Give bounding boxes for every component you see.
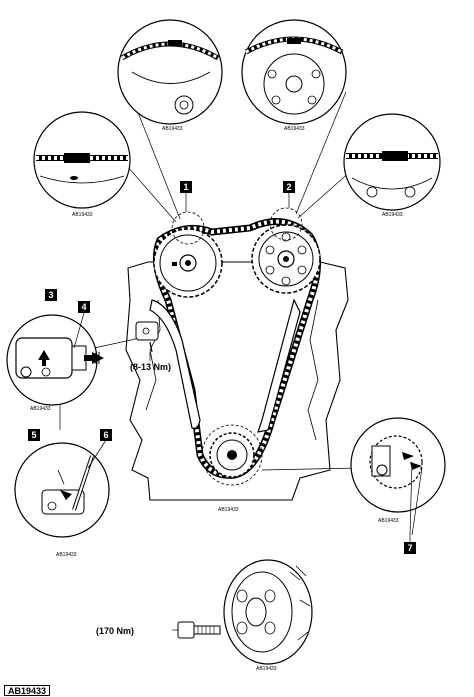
detail-intake-cam-closeup — [241, 19, 347, 125]
figure-ref-label: AB19433 — [162, 126, 183, 132]
engine-block-outline — [125, 261, 349, 501]
detail-intake-chain-mark — [343, 113, 441, 211]
callout-2: 2 — [283, 181, 295, 193]
insert-arrow-icon — [60, 490, 72, 500]
figure-ref-label: AB19433 — [284, 126, 305, 132]
exhaust-camshaft-sprocket — [153, 228, 223, 298]
figure-ref-label: AB19433 — [256, 666, 277, 672]
torque-tensioner-label: (8-13 Nm) — [130, 362, 171, 372]
torque-pulley-label: (170 Nm) — [96, 626, 134, 636]
figure-ref-label: AB19433 — [378, 518, 399, 524]
svg-text:7: 7 — [407, 543, 412, 553]
tensioner-guide-rail — [149, 299, 201, 429]
svg-text:1: 1 — [183, 182, 188, 192]
figure-ref-label: AB19433 — [30, 406, 51, 412]
callout-5: 5 — [28, 429, 40, 441]
fixed-guide-rail — [257, 298, 301, 433]
push-arrow-icon — [84, 352, 104, 364]
svg-text:5: 5 — [31, 430, 36, 440]
crank-timing-mark-zone — [201, 424, 263, 486]
callout-4: 4 — [78, 301, 90, 313]
figure-code-box: AB19433 — [4, 685, 50, 696]
release-arrow-icon — [38, 350, 50, 366]
intake-camshaft-sprocket — [251, 224, 321, 294]
detail-locking-pin-closeup — [14, 442, 110, 538]
chain-tensioner — [135, 321, 159, 353]
figure-ref-label: AB19433 — [382, 212, 403, 218]
detail-exhaust-chain-mark — [33, 111, 131, 209]
callout-3: 3 — [45, 289, 57, 301]
alignment-arrow-icon-1 — [402, 452, 414, 460]
svg-text:6: 6 — [103, 430, 108, 440]
exhaust-timing-mark-zone — [171, 211, 205, 245]
intake-timing-mark-zone — [269, 207, 303, 241]
figure-ref-label: AB19433 — [56, 552, 77, 558]
figure-ref-label: AB19433 — [72, 212, 93, 218]
alignment-arrow-icon-2 — [410, 462, 422, 470]
pulley-bolt — [172, 621, 221, 639]
crankshaft-pulley — [223, 559, 313, 665]
callout-6: 6 — [100, 429, 112, 441]
detail-tensioner-closeup — [6, 314, 104, 406]
callout-7: 7 — [404, 542, 416, 554]
svg-text:2: 2 — [286, 182, 291, 192]
svg-text:4: 4 — [81, 302, 86, 312]
crankshaft-sprocket — [209, 432, 255, 478]
callout-1: 1 — [180, 181, 192, 193]
detail-crankshaft-closeup — [350, 417, 446, 536]
svg-text:3: 3 — [48, 290, 53, 300]
figure-ref-label: AB19433 — [218, 507, 239, 513]
detail-exhaust-cam-closeup — [117, 19, 223, 125]
